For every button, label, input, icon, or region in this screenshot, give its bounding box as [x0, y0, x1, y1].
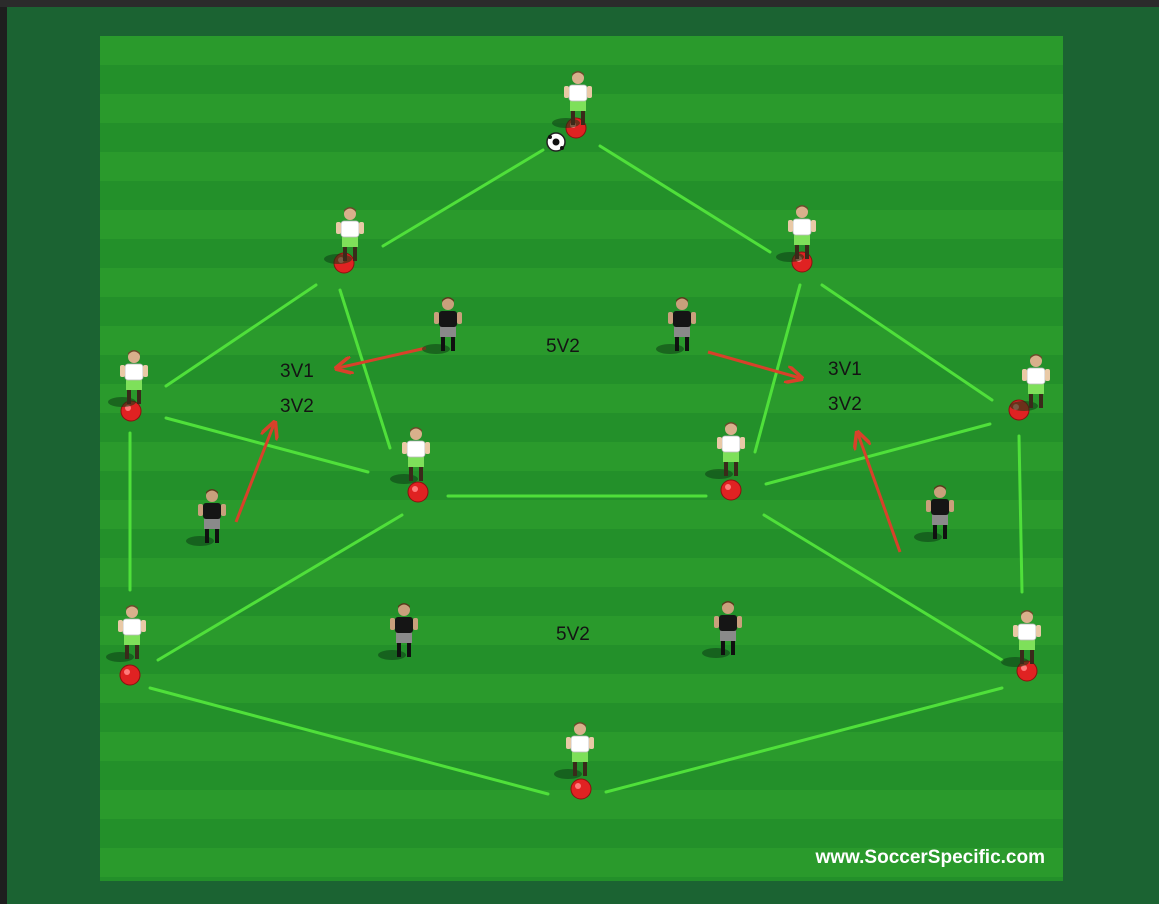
label-left-line1: 3V1 [280, 361, 314, 382]
label-right-line1: 3V1 [828, 359, 862, 380]
soccer-ball [547, 133, 565, 151]
pitch-stripe [100, 587, 1063, 616]
watermark: www.SoccerSpecific.com [815, 847, 1046, 868]
cone [120, 665, 140, 685]
label-bottom-center: 5V2 [556, 624, 590, 645]
label-left-line2: 3V2 [280, 396, 314, 417]
pitch-stripe [100, 268, 1063, 297]
pitch-stripe [100, 645, 1063, 674]
pitch-stripe [100, 558, 1063, 587]
pitch-stripe [100, 877, 1063, 881]
pitch-stripe [100, 384, 1063, 413]
pitch-stripe [100, 297, 1063, 326]
pitch-stripe [100, 819, 1063, 848]
pitch-stripe [100, 210, 1063, 239]
cone [408, 482, 428, 502]
pitch-stripe [100, 239, 1063, 268]
pitch-stripe [100, 442, 1063, 471]
pitch-stripe [100, 355, 1063, 384]
label-right-line2: 3V2 [828, 394, 862, 415]
pitch-stripe [100, 152, 1063, 181]
pitch-stripe [100, 36, 1063, 65]
label-top-center: 5V2 [546, 336, 580, 357]
cone [721, 480, 741, 500]
pitch-stripe [100, 674, 1063, 703]
pitch-stripe [100, 181, 1063, 210]
cone [571, 779, 591, 799]
